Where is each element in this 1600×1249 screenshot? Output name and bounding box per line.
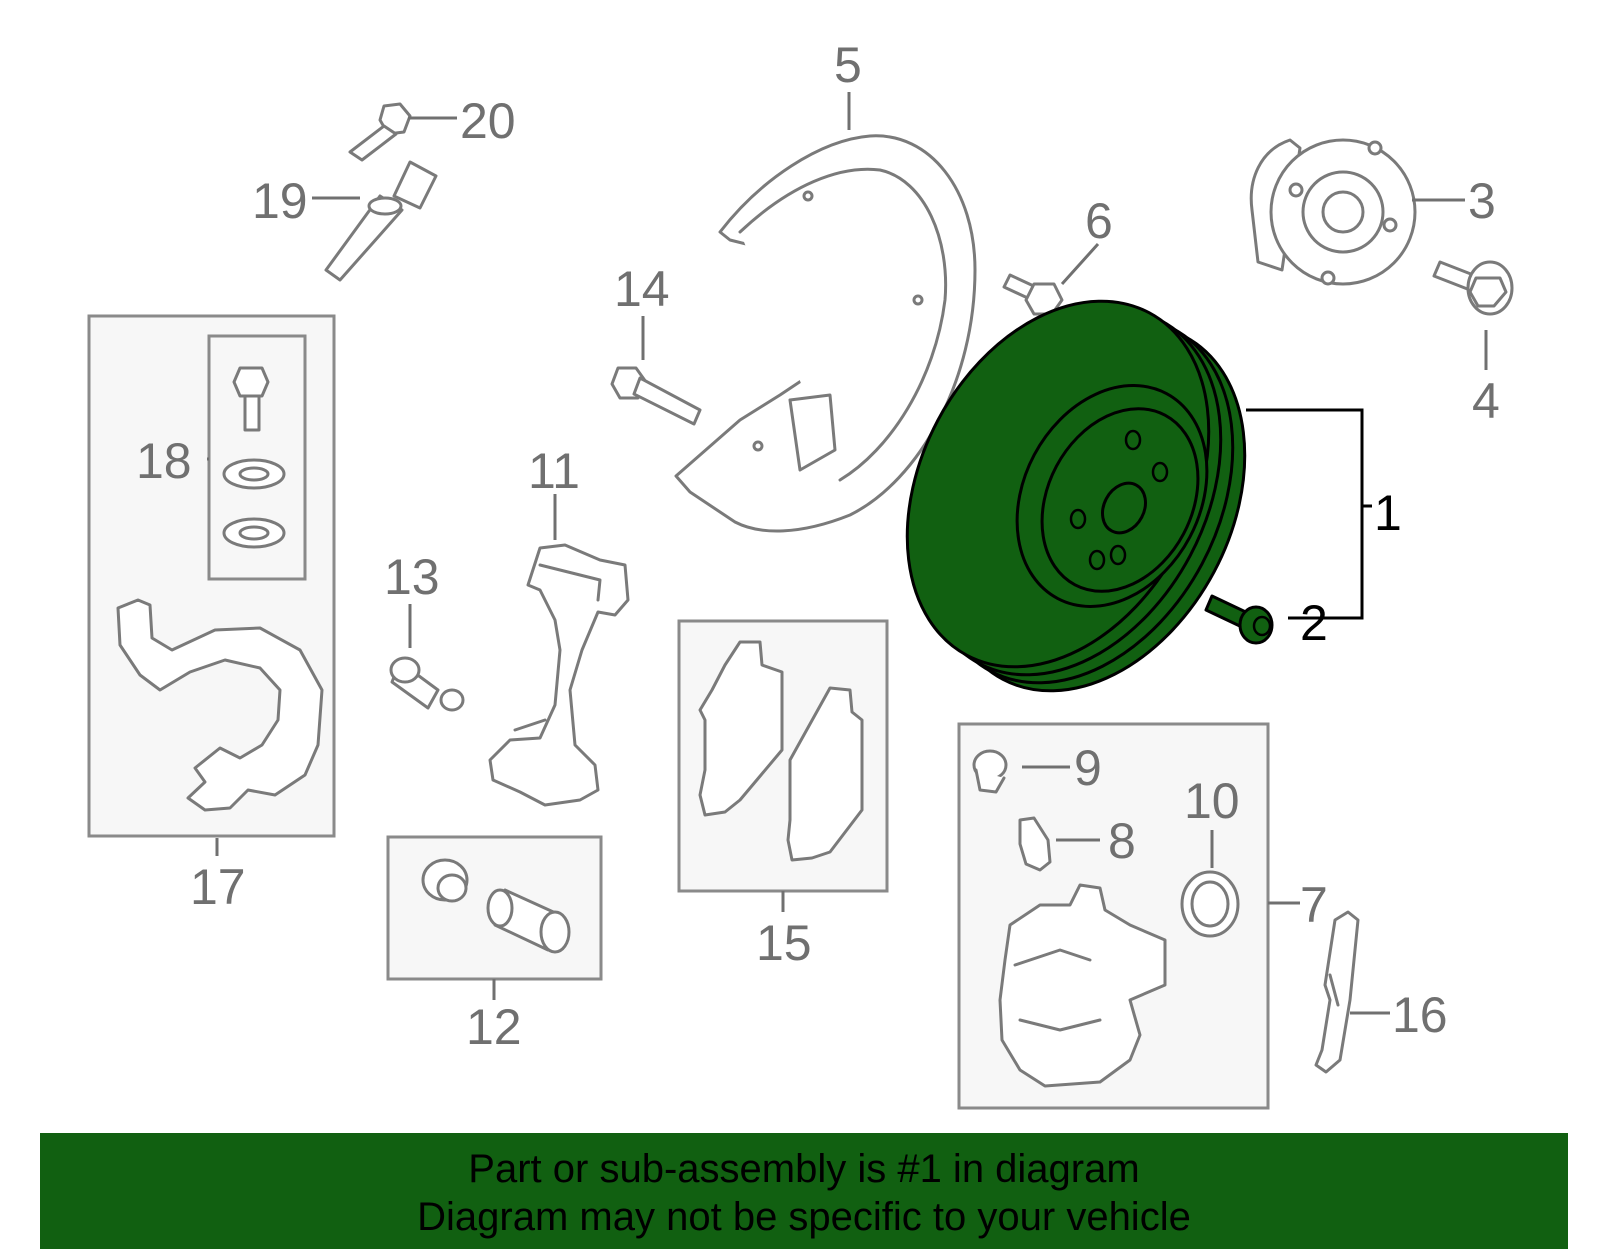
guide-pin-part-13[interactable] <box>389 656 465 712</box>
bleeder-part-8[interactable] <box>1018 816 1052 872</box>
seal-part-10[interactable] <box>1180 870 1240 938</box>
banner-line-2: Diagram may not be specific to your vehi… <box>417 1195 1191 1239</box>
spring-clip-part-16[interactable] <box>1314 910 1360 1074</box>
callout-3: 3 <box>1468 173 1496 229</box>
dust-shield-part-5[interactable] <box>674 134 977 533</box>
hub-part-3[interactable] <box>1249 138 1417 286</box>
cap-part-9[interactable] <box>972 749 1008 794</box>
callout-12: 12 <box>466 999 522 1055</box>
callout-9: 9 <box>1074 740 1102 796</box>
callout-15: 15 <box>756 915 812 971</box>
callout-11: 11 <box>528 443 580 499</box>
bolt-part-6[interactable] <box>1002 273 1064 316</box>
brake-pads-part-15[interactable] <box>698 640 864 862</box>
callout-5: 5 <box>834 37 862 93</box>
brake-rotor-part-1[interactable] <box>847 249 1305 743</box>
bolt-part-20[interactable] <box>348 102 412 162</box>
bracket-part-17[interactable] <box>116 598 324 812</box>
bolt-part-4[interactable] <box>1432 260 1514 316</box>
callout-10: 10 <box>1184 773 1240 829</box>
callout-8: 8 <box>1108 813 1136 869</box>
info-banner: Part or sub-assembly is #1 in diagram Di… <box>40 1133 1568 1249</box>
bolt-part-14[interactable] <box>610 366 702 426</box>
bushing-pin-part-12[interactable] <box>421 858 571 954</box>
callout-20: 20 <box>460 93 516 149</box>
callout-16: 16 <box>1392 987 1448 1043</box>
sensor-part-19[interactable] <box>324 160 438 282</box>
callout-14: 14 <box>614 261 670 317</box>
callout-7: 7 <box>1300 877 1328 933</box>
caliper-part-7[interactable] <box>998 883 1167 1088</box>
rotor-screw-part-2[interactable] <box>1204 594 1274 645</box>
callout-17: 17 <box>190 859 246 915</box>
bolt-washers-part-18[interactable] <box>222 366 286 549</box>
caliper-bracket-part-11[interactable] <box>488 543 630 807</box>
callout-19: 19 <box>252 173 308 229</box>
callout-18: 18 <box>136 433 192 489</box>
callout-2: 2 <box>1300 595 1328 651</box>
callout-4: 4 <box>1472 373 1500 429</box>
callout-6: 6 <box>1085 193 1113 249</box>
callout-1: 1 <box>1374 485 1402 541</box>
leader-lines <box>207 92 1488 1015</box>
callout-13: 13 <box>384 549 440 605</box>
banner-line-1: Part or sub-assembly is #1 in diagram <box>468 1147 1140 1191</box>
